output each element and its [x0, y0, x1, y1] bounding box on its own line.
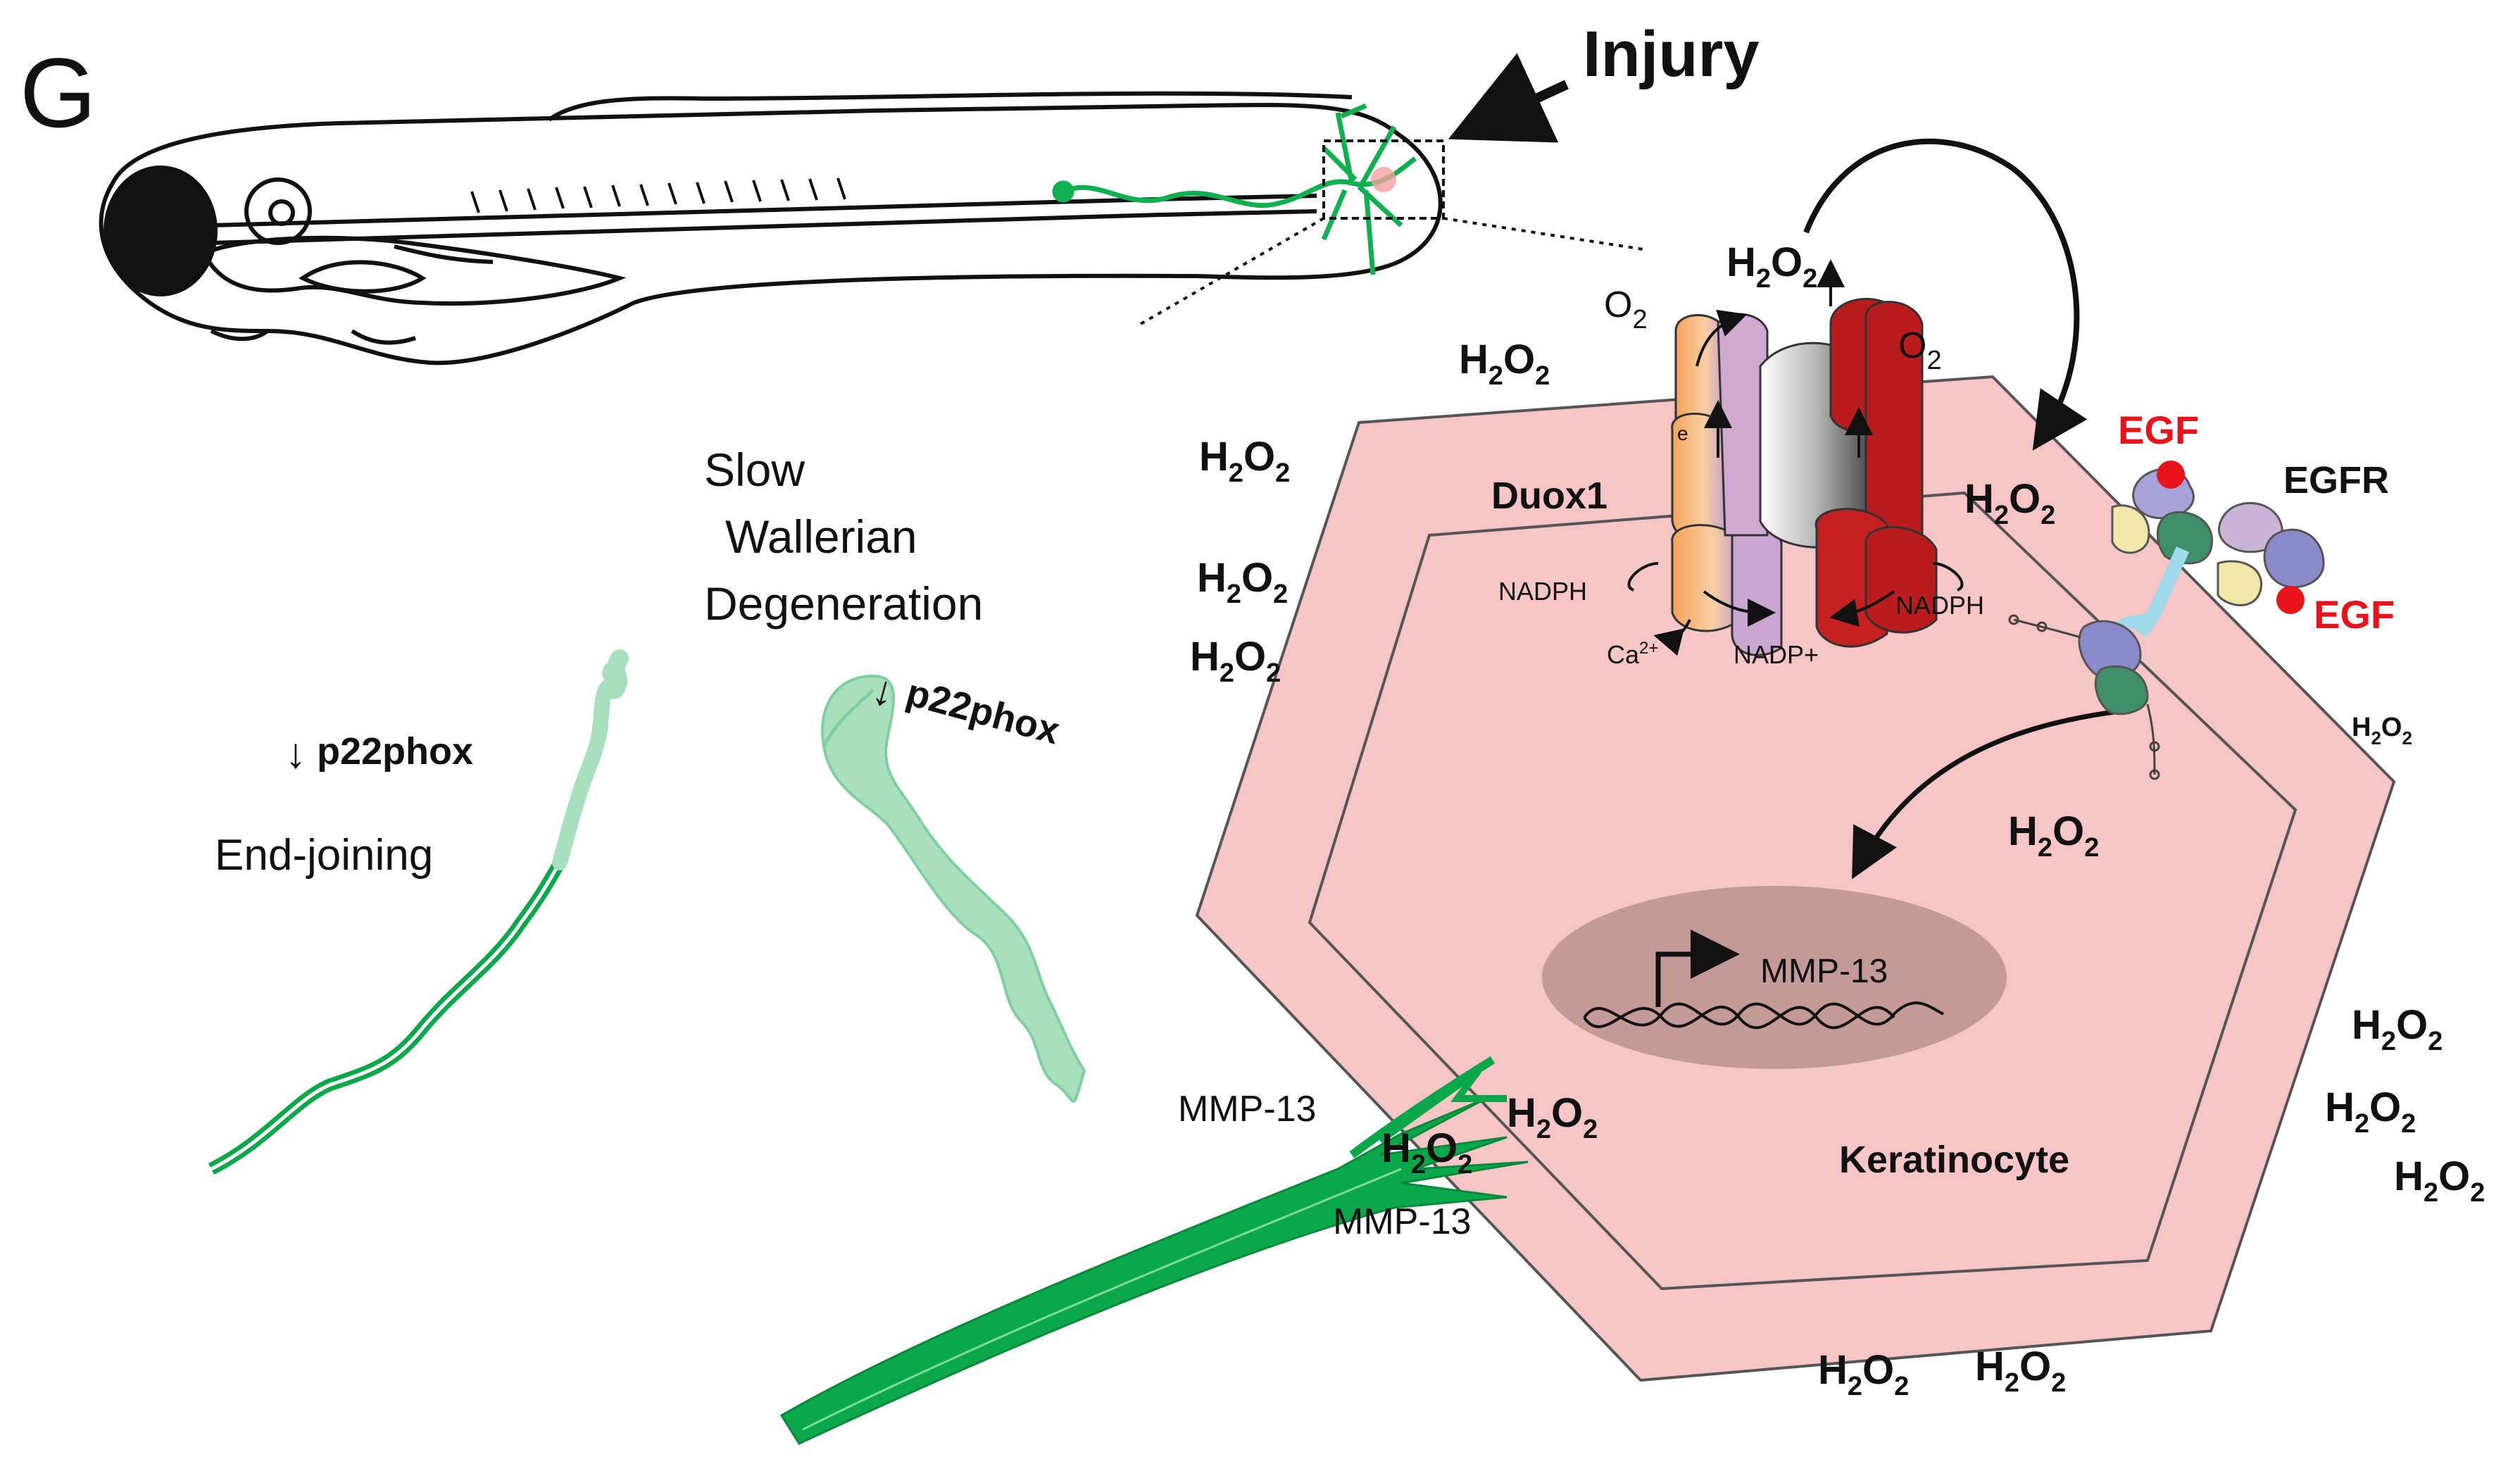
- egfr-tails: [2008, 614, 2160, 780]
- duox1-label: Duox1: [1491, 475, 1607, 517]
- h2o2-9: H2O2: [2352, 1002, 2443, 1056]
- h2o2-8: H2O2: [2352, 713, 2412, 749]
- keratinocyte-label: Keratinocyte: [1839, 1139, 2069, 1181]
- zoom-line-top: [1443, 217, 1648, 251]
- nadph-right-label: NADPH: [1895, 591, 1984, 620]
- injury-arrow: [1448, 53, 1569, 143]
- degeneration-label: Degeneration: [704, 577, 983, 630]
- end-joining-label: End-joining: [215, 831, 433, 880]
- zebrafish-larva: [99, 91, 1443, 365]
- h2o2-15: H2O2: [1975, 1344, 2066, 1398]
- electron-right: e: [1853, 415, 1864, 437]
- h2o2-4: H2O2: [1197, 555, 1288, 609]
- transcription-arrow: [1655, 930, 1740, 1007]
- egfr-to-nucleus-arrow: [1852, 708, 2120, 880]
- end-joining-axon: [208, 649, 629, 1175]
- larva-neuron: [1052, 103, 1417, 275]
- zoom-box: [1322, 139, 1445, 220]
- zoom-line-bottom: [1140, 217, 1324, 325]
- ca-label: Ca2+: [1607, 639, 1658, 669]
- wallerian-axon: [821, 674, 1086, 1103]
- egf-ball-bottom: [2276, 586, 2305, 614]
- egf-bottom-label: EGF: [2314, 592, 2395, 637]
- egfr-label: EGFR: [2283, 459, 2389, 501]
- p22phox-left-arrow: ↓: [285, 730, 306, 777]
- h2o2-7: H2O2: [2008, 808, 2099, 863]
- p22phox-mid-arrow: ↓: [867, 665, 900, 716]
- injury-label: Injury: [1583, 18, 1759, 90]
- nucleus: [1542, 886, 2007, 1069]
- h2o2-11: H2O2: [2394, 1153, 2485, 1208]
- o2-left-label: O2: [1604, 284, 1648, 334]
- p22phox-left-label: p22phox: [317, 730, 473, 773]
- duox-electron-arrows: [1627, 259, 1964, 656]
- wallerian-label: Wallerian: [725, 511, 917, 563]
- h2o2-14: H2O2: [1818, 1347, 1909, 1401]
- mmp13-nucleus-label: MMP-13: [1760, 953, 1888, 990]
- h2o2-curved-arrow-top: [1803, 138, 2088, 451]
- egf-top-label: EGF: [2118, 408, 2199, 452]
- p22phox-mid-label: p22phox: [902, 671, 1064, 752]
- mmp13-axon-top-label: MMP-13: [1178, 1089, 1316, 1130]
- h2o2-13: H2O2: [1381, 1125, 1472, 1180]
- injury-site: [1371, 167, 1396, 192]
- dna-helix: [1583, 1001, 1944, 1030]
- regenerating-axon: [779, 1056, 1529, 1445]
- nadp-plus-label: NADP+: [1734, 640, 1819, 669]
- o2-right-label: O2: [1898, 325, 1942, 375]
- h2o2-1: H2O2: [1726, 239, 1817, 294]
- mmp13-axon-bottom-label: MMP-13: [1333, 1201, 1471, 1242]
- h2o2-5: H2O2: [1190, 634, 1281, 688]
- h2o2-6: H2O2: [1964, 476, 2055, 530]
- egf-ball-top: [2157, 461, 2185, 489]
- slow-label: Slow: [704, 444, 805, 496]
- h2o2-labels: H2O2 H2O2 H2O2 H2O2 H2O2 H2O2 H2O2 H2O2 …: [1190, 239, 2485, 1401]
- nadph-left-label: NADPH: [1498, 577, 1587, 606]
- egfr-complex: [2078, 468, 2325, 715]
- larva-eye: [104, 165, 218, 296]
- h2o2-12: H2O2: [1507, 1090, 1598, 1144]
- h2o2-3: H2O2: [1199, 434, 1290, 488]
- panel-letter: G: [20, 37, 96, 148]
- h2o2-2: H2O2: [1459, 337, 1550, 391]
- h2o2-10: H2O2: [2325, 1084, 2416, 1139]
- electron-left: e: [1677, 423, 1688, 444]
